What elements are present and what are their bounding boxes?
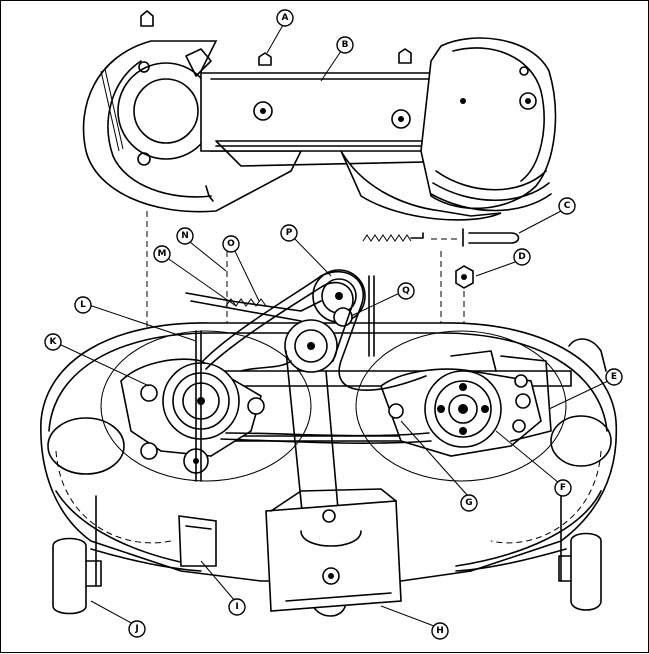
callout-a-text: A — [282, 13, 289, 23]
gauge-wheel-left — [52, 537, 102, 615]
callout-n-text: N — [181, 231, 189, 241]
callout-i: I — [228, 598, 246, 616]
callout-o-text: O — [227, 239, 235, 249]
callout-j: J — [128, 620, 146, 638]
callout-q: Q — [397, 282, 415, 300]
callout-f-text: F — [560, 483, 566, 493]
callout-k: K — [44, 333, 62, 351]
support-rods — [95, 275, 562, 587]
callout-l-text: L — [80, 300, 86, 310]
callout-o: O — [222, 235, 240, 253]
callout-d: D — [513, 248, 531, 266]
deflector-bracket — [178, 515, 217, 567]
callout-g-text: G — [465, 498, 472, 508]
spring-assembly — [362, 228, 520, 247]
callout-d-text: D — [518, 252, 525, 262]
callout-p-text: P — [286, 228, 293, 238]
leader-lines — [58, 24, 609, 627]
callout-h-text: H — [436, 626, 444, 636]
callout-i-text: I — [235, 602, 238, 612]
callout-h: H — [431, 622, 449, 640]
callout-f: F — [554, 479, 572, 497]
gauge-wheel-right — [558, 532, 602, 611]
callout-c-text: C — [564, 201, 571, 211]
callout-g: G — [460, 494, 478, 512]
callout-m: M — [153, 245, 171, 263]
lock-nut — [455, 265, 474, 289]
center-bracket — [265, 488, 402, 612]
callout-l: L — [74, 296, 92, 314]
callout-c: C — [558, 197, 576, 215]
callout-b: B — [336, 36, 354, 54]
callout-e-text: E — [611, 372, 617, 382]
callout-n: N — [176, 227, 194, 245]
callout-e: E — [605, 368, 623, 386]
belt-shield-cover — [82, 10, 557, 221]
callout-b-text: B — [342, 40, 349, 50]
callout-q-text: Q — [402, 286, 410, 296]
callout-j-text: J — [134, 624, 138, 634]
callout-a: A — [276, 9, 294, 27]
callout-k-text: K — [50, 337, 58, 347]
right-spindle-pulley — [380, 350, 552, 457]
callout-p: P — [280, 224, 298, 242]
callout-m-text: M — [158, 249, 167, 259]
center-idler-pulleys — [185, 269, 366, 373]
